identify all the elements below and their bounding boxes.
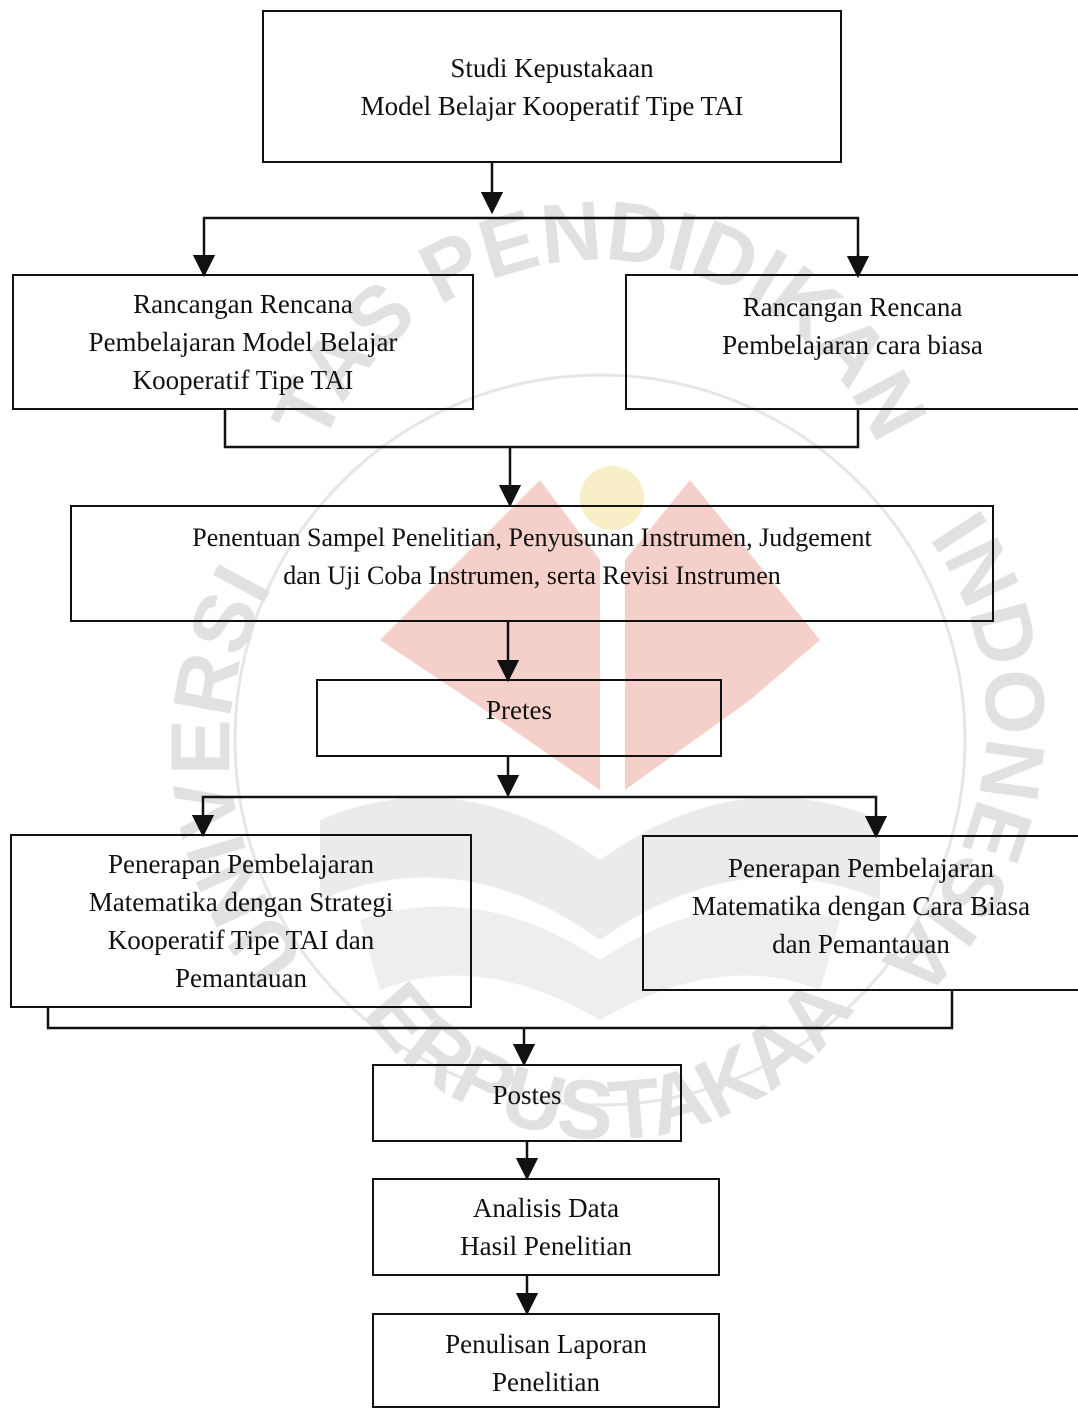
merge-line-rancangan (223, 409, 860, 449)
node-analisis-line-2: Hasil Penelitian (460, 1231, 632, 1261)
node-studi-line-2: Model Belajar Kooperatif Tipe TAI (360, 90, 744, 121)
node-rancangan-tai: Rancangan Rencana Pembelajaran Model Bel… (12, 274, 474, 410)
node-penulisan-line-2: Penelitian (492, 1367, 600, 1397)
node-pretes: Pretes (316, 679, 722, 757)
node-penulisan-laporan: Penulisan Laporan Penelitian (372, 1313, 720, 1408)
node-penulisan-line-1: Penulisan Laporan (445, 1329, 647, 1359)
node-penerapan-biasa-line-2: Matematika dengan Cara Biasa (691, 891, 1031, 921)
split-line-top (202, 216, 860, 274)
node-penentuan-sampel: Penentuan Sampel Penelitian, Penyusunan … (70, 505, 994, 622)
node-rancangan-biasa-line-2: Pembelajaran cara biasa (722, 330, 983, 360)
node-penerapan-biasa: Penerapan Pembelajaran Matematika dengan… (642, 835, 1078, 991)
node-penerapan-biasa-line-3: dan Pemantauan (772, 929, 950, 959)
node-rancangan-tai-line-2: Pembelajaran Model Belajar (88, 327, 398, 357)
split-line-penerapan (201, 795, 878, 834)
node-rancangan-tai-line-1: Rancangan Rencana (133, 289, 353, 319)
node-rancangan-biasa-line-1: Rancangan Rencana (742, 292, 963, 322)
node-postes-label: Postes (492, 1080, 562, 1110)
node-studi-kepustakaan: Studi Kepustakaan Model Belajar Kooperat… (262, 10, 842, 163)
node-penerapan-tai: Penerapan Pembelajaran Matematika dengan… (10, 834, 472, 1008)
node-pretes-label: Pretes (486, 695, 552, 725)
node-studi-line-1: Studi Kepustakaan (450, 52, 654, 83)
node-rancangan-tai-line-3: Kooperatif Tipe TAI (132, 365, 354, 395)
node-analisis-line-1: Analisis Data (472, 1193, 620, 1223)
merge-line-penerapan (46, 990, 954, 1030)
node-penerapan-tai-line-2: Matematika dengan Strategi (88, 887, 394, 917)
node-penerapan-tai-line-3: Kooperatif Tipe TAI dan (107, 925, 375, 955)
node-penerapan-tai-line-4: Pemantauan (175, 963, 307, 993)
node-penerapan-tai-line-1: Penerapan Pembelajaran (107, 849, 375, 879)
node-rancangan-biasa: Rancangan Rencana Pembelajaran cara bias… (625, 274, 1078, 410)
node-penentuan-line-1: Penentuan Sampel Penelitian, Penyusunan … (192, 523, 872, 552)
node-penerapan-biasa-line-1: Penerapan Pembelajaran (727, 853, 995, 883)
node-analisis-data: Analisis Data Hasil Penelitian (372, 1178, 720, 1276)
node-penentuan-line-2: dan Uji Coba Instrumen, serta Revisi Ins… (283, 561, 781, 590)
node-postes: Postes (372, 1064, 682, 1142)
